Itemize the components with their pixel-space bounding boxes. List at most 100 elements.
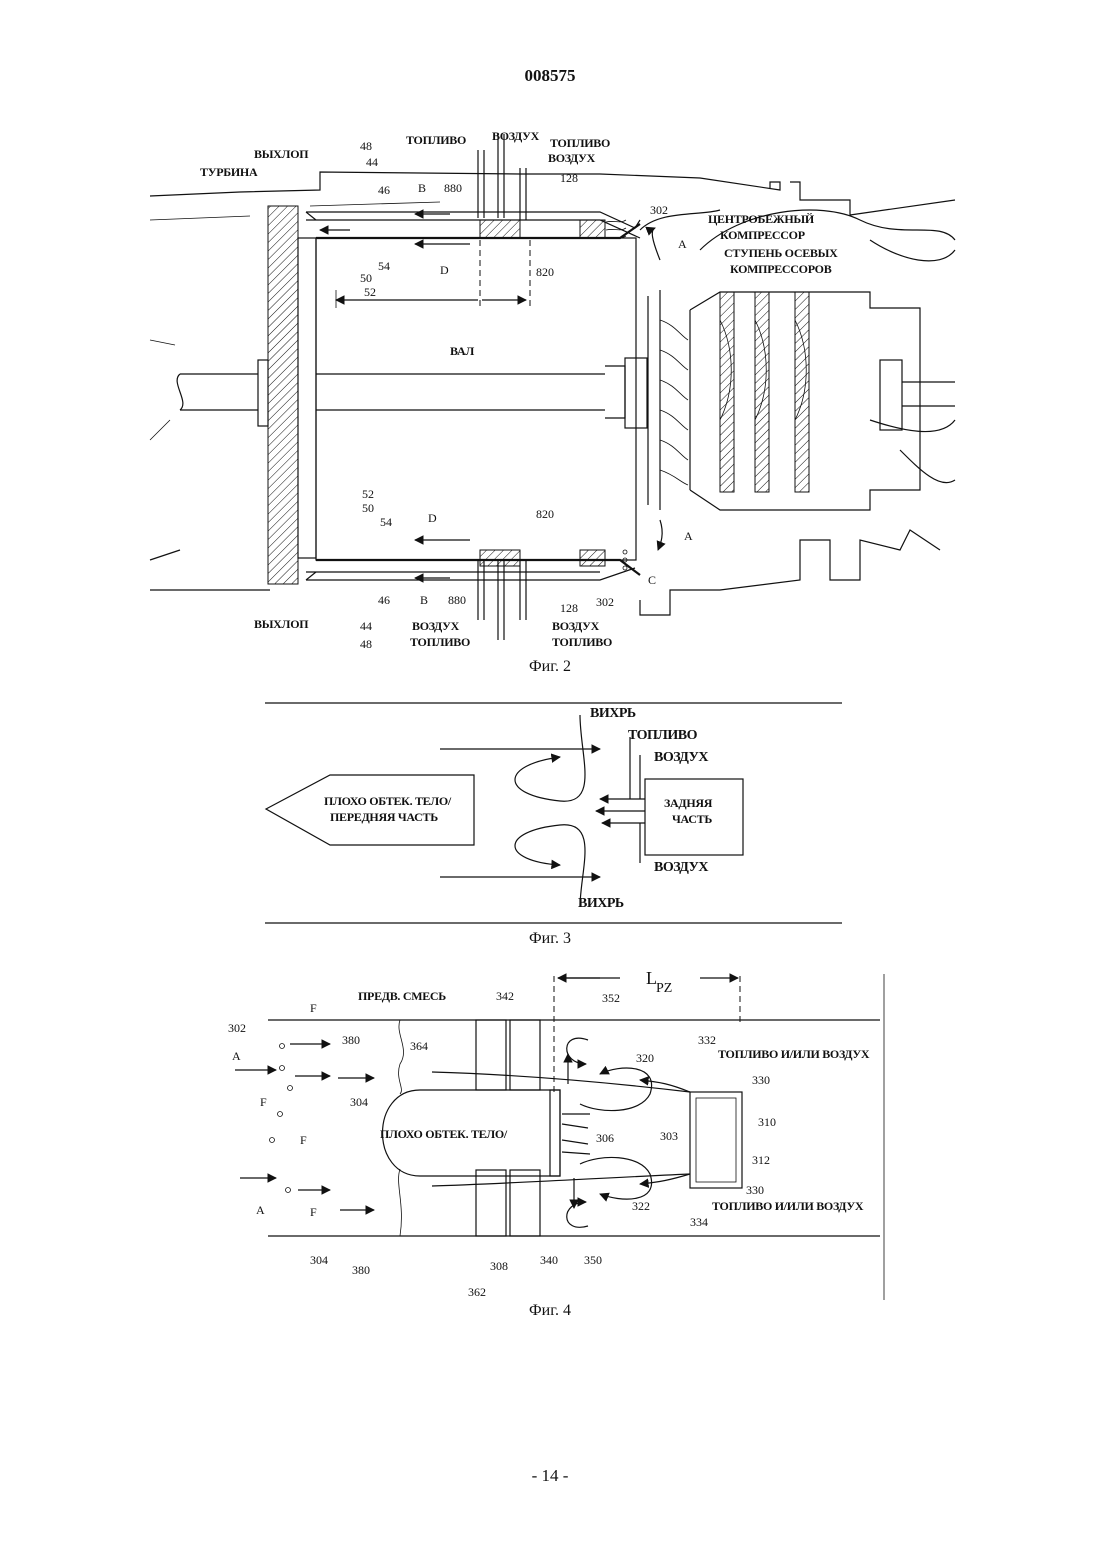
- label-bluff-body: ПЛОХО ОБТЕК. ТЕЛО/: [380, 1127, 508, 1141]
- label-fuel-bottom-right: ТОПЛИВО: [552, 635, 612, 649]
- ref-F1: F: [310, 1001, 317, 1015]
- label-fuel: ТОПЛИВО: [628, 728, 698, 743]
- ref-880a: 880: [444, 181, 462, 195]
- ref-380b: 380: [352, 1263, 370, 1277]
- ref-334: 334: [690, 1215, 708, 1229]
- ref-52a: 52: [364, 285, 376, 299]
- ref-46a: 46: [378, 183, 390, 197]
- label-rear-2: ЧАСТЬ: [672, 812, 712, 826]
- ref-48a: 48: [360, 139, 372, 153]
- ref-F3: F: [300, 1133, 307, 1147]
- ref-128a: 128: [560, 171, 578, 185]
- ref-332: 332: [698, 1033, 716, 1047]
- ref-C: C: [648, 573, 656, 587]
- label-shaft: ВАЛ: [450, 344, 474, 358]
- figure-2-turbine-diagram: ВЫХЛОП ТУРБИНА ТОПЛИВО ВОЗДУХ ТОПЛИВО ВО…: [0, 120, 1100, 660]
- ref-46b: 46: [378, 593, 390, 607]
- document-number: 008575: [0, 66, 1100, 86]
- label-bluff-body-1: ПЛОХО ОБТЕК. ТЕЛО/: [324, 794, 452, 808]
- figure-4-caption: Фиг. 4: [0, 1302, 1100, 1320]
- ref-304a: 304: [350, 1095, 368, 1109]
- ref-Aa: A: [678, 237, 687, 251]
- ref-342: 342: [496, 989, 514, 1003]
- label-fuel-or-air-top: ТОПЛИВО И/ИЛИ ВОЗДУХ: [718, 1047, 870, 1061]
- shaft: [180, 366, 625, 418]
- inlet-flow-arrows: [235, 1044, 374, 1211]
- label-air-top-mid: ВОЗДУХ: [492, 129, 540, 143]
- label-centrifugal-2: КОМПРЕССОР: [720, 228, 805, 242]
- ref-44a: 44: [366, 155, 378, 169]
- ref-322: 322: [632, 1199, 650, 1213]
- ref-F2: F: [260, 1095, 267, 1109]
- label-air-bottom-right: ВОЗДУХ: [552, 619, 600, 633]
- axial-compressor-stages: [690, 292, 955, 510]
- ref-308: 308: [490, 1259, 508, 1273]
- label-bluff-body-2: ПЕРЕДНЯЯ ЧАСТЬ: [330, 810, 438, 824]
- ref-54b: 54: [380, 515, 392, 529]
- label-fuel-or-air-bottom: ТОПЛИВО И/ИЛИ ВОЗДУХ: [712, 1199, 864, 1213]
- label-axial-1: СТУПЕНЬ ОСЕВЫХ: [724, 246, 838, 260]
- figure-4-premix-diagram: ПРЕДВ. СМЕСЬ ПЛОХО ОБТЕК. ТЕЛО/ ТОПЛИВО …: [0, 964, 1100, 1304]
- ref-52b: 52: [362, 487, 374, 501]
- ref-F4: F: [310, 1205, 317, 1219]
- label-axial-2: КОМПРЕССОРОВ: [730, 262, 832, 276]
- ref-Da: D: [440, 263, 449, 277]
- label-turbine: ТУРБИНА: [200, 165, 258, 179]
- ref-304b: 304: [310, 1253, 328, 1267]
- label-centrifugal-1: ЦЕНТРОБЕЖНЫЙ: [708, 212, 815, 226]
- ref-820a: 820: [536, 265, 554, 279]
- ref-306: 306: [596, 1131, 614, 1145]
- label-exhaust-top: ВЫХЛОП: [254, 147, 309, 161]
- ref-44b: 44: [360, 619, 372, 633]
- label-air-top-right: ВОЗДУХ: [548, 151, 596, 165]
- ref-352: 352: [602, 991, 620, 1005]
- ref-302: 302: [228, 1021, 246, 1035]
- label-vortex-bottom: ВИХРЬ: [578, 896, 624, 911]
- ref-128b: 128: [560, 601, 578, 615]
- label-vortex-top: ВИХРЬ: [590, 706, 636, 721]
- ref-320: 320: [636, 1051, 654, 1065]
- ref-Ab: A: [684, 529, 693, 543]
- label-lpz-subscript: PZ: [656, 981, 672, 996]
- label-fuel-top-right: ТОПЛИВО: [550, 136, 610, 150]
- figure-2-caption: Фиг. 2: [0, 658, 1100, 676]
- ref-303: 303: [660, 1129, 678, 1143]
- ref-330a: 330: [752, 1073, 770, 1087]
- fig4-reference-numerals: 302 F A F F A F 380 364 304 342 352 320 …: [228, 989, 776, 1299]
- label-air-bottom-left: ВОЗДУХ: [412, 619, 460, 633]
- ref-Ba: B: [418, 181, 426, 195]
- centrifugal-compressor: [648, 290, 690, 510]
- ref-880b: 880: [448, 593, 466, 607]
- rear-part-310: [690, 1092, 742, 1188]
- ref-364: 364: [410, 1039, 428, 1053]
- label-fuel-top-left: ТОПЛИВО: [406, 133, 466, 147]
- label-rear-1: ЗАДНЯЯ: [664, 796, 713, 810]
- ref-362: 362: [468, 1285, 486, 1299]
- ref-340: 340: [540, 1253, 558, 1267]
- ref-302b: 302: [596, 595, 614, 609]
- ref-50a: 50: [360, 271, 372, 285]
- ref-330b: 330: [746, 1183, 764, 1197]
- figure-3-vortex-diagram: ВИХРЬ ТОПЛИВО ВОЗДУХ ПЛОХО ОБТЕК. ТЕЛО/ …: [0, 695, 1100, 935]
- ref-54a: 54: [378, 259, 390, 273]
- ref-A2: A: [256, 1203, 265, 1217]
- ref-50b: 50: [362, 501, 374, 515]
- label-premix: ПРЕДВ. СМЕСЬ: [358, 989, 446, 1003]
- page-number: - 14 -: [0, 1466, 1100, 1486]
- ref-380a: 380: [342, 1033, 360, 1047]
- label-air-top: ВОЗДУХ: [654, 750, 708, 765]
- figure-3-caption: Фиг. 3: [0, 930, 1100, 948]
- label-fuel-bottom-left: ТОПЛИВО: [410, 635, 470, 649]
- ref-350: 350: [584, 1253, 602, 1267]
- ref-310: 310: [758, 1115, 776, 1129]
- turbine-block: [268, 206, 298, 584]
- ref-302a: 302: [650, 203, 668, 217]
- ref-48b: 48: [360, 637, 372, 651]
- ref-Db: D: [428, 511, 437, 525]
- ref-Bb: B: [420, 593, 428, 607]
- ref-820b: 820: [536, 507, 554, 521]
- ref-312: 312: [752, 1153, 770, 1167]
- ref-A1: A: [232, 1049, 241, 1063]
- label-exhaust-bottom: ВЫХЛОП: [254, 617, 309, 631]
- label-air-bottom: ВОЗДУХ: [654, 860, 708, 875]
